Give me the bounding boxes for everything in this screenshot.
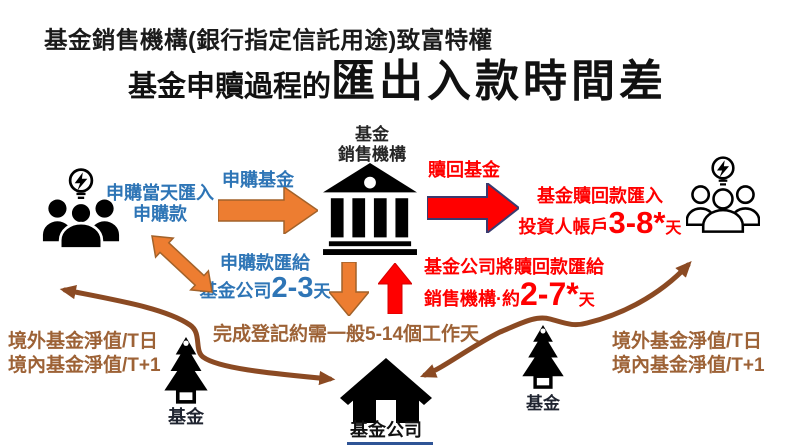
company-remit-suffix: 天	[578, 292, 595, 310]
lightbulb-icon	[68, 168, 94, 199]
remit-suffix: 天	[313, 282, 331, 302]
fund-label-left: 基金	[168, 407, 204, 427]
deposit-text-line2: 申購款	[133, 204, 187, 225]
company-remit-prefix: 銷售機構·約	[424, 289, 520, 310]
tree-icon-right	[522, 325, 564, 389]
company-remit-days: 2-7*	[520, 276, 579, 313]
company-remit-line1: 基金公司將贖回款匯給	[424, 257, 604, 277]
nav-note-left: 境外基金淨值/T日 境內基金淨值/T+1	[8, 330, 161, 378]
credit-suffix: 天	[665, 220, 682, 238]
remit-down-arrow	[329, 262, 369, 316]
subscribe-right-arrow	[218, 187, 318, 234]
people-group-icon	[42, 199, 120, 250]
remit-days: 2-3	[271, 272, 314, 305]
nav-curve-right-arrow	[419, 261, 692, 378]
nav-right-line2: 境內基金淨值/T+1	[612, 354, 765, 376]
house-icon	[340, 358, 432, 423]
refund-up-arrow	[378, 263, 412, 314]
lightbulb-icon	[711, 156, 735, 186]
page-title-line2: 基金申贖過程的匯出入款時間差	[128, 60, 667, 105]
registration-note: 完成登記約需一般5-14個工作天	[213, 324, 480, 345]
remit-text-line1: 申購款匯給	[220, 253, 310, 273]
fund-company-label: 基金公司	[350, 420, 422, 440]
credit-days: 3-8*	[608, 205, 666, 241]
redeem-arrow-label: 贖回基金	[428, 160, 500, 180]
bottom-accent-line	[347, 442, 433, 445]
nav-left-line1: 境外基金淨值/T日	[8, 331, 158, 352]
sales-org-label: 基金 銷售機構	[322, 125, 422, 166]
nav-right-line1: 境外基金淨值/T日	[612, 331, 762, 352]
title-prefix: 基金申贖過程的	[128, 71, 332, 103]
nav-curve-left-arrow	[59, 285, 336, 386]
deposit-text-line1: 申購當天匯入	[106, 183, 214, 203]
credit-prefix: 投資人帳戶	[518, 217, 609, 238]
deposit-text: 申購當天匯入 申購款	[99, 183, 221, 225]
investors-icon-left	[42, 168, 120, 250]
investors-icon-right	[686, 156, 760, 233]
sales-org-label-line2: 銷售機構	[338, 145, 406, 165]
redeem-right-arrow	[427, 183, 519, 233]
credit-text-line1: 基金贖回款匯入	[537, 186, 663, 206]
fund-label-right: 基金	[526, 394, 560, 413]
sales-org-label-line1: 基金	[355, 125, 389, 144]
page-title-line1: 基金銷售機構(銀行指定信託用途)致富特權	[44, 27, 493, 53]
people-group-outline-icon	[686, 185, 760, 233]
subscribe-arrow-label: 申購基金	[222, 170, 294, 190]
tree-icon-left	[164, 337, 208, 404]
nav-note-right: 境外基金淨值/T日 境內基金淨值/T+1	[612, 330, 765, 378]
exchange-double-arrow	[151, 235, 213, 293]
title-emphasis: 匯出入款時間差	[331, 57, 668, 106]
nav-left-line2: 境內基金淨值/T+1	[8, 354, 161, 376]
remit-prefix: 基金公司	[199, 281, 272, 302]
bank-icon	[323, 163, 417, 255]
